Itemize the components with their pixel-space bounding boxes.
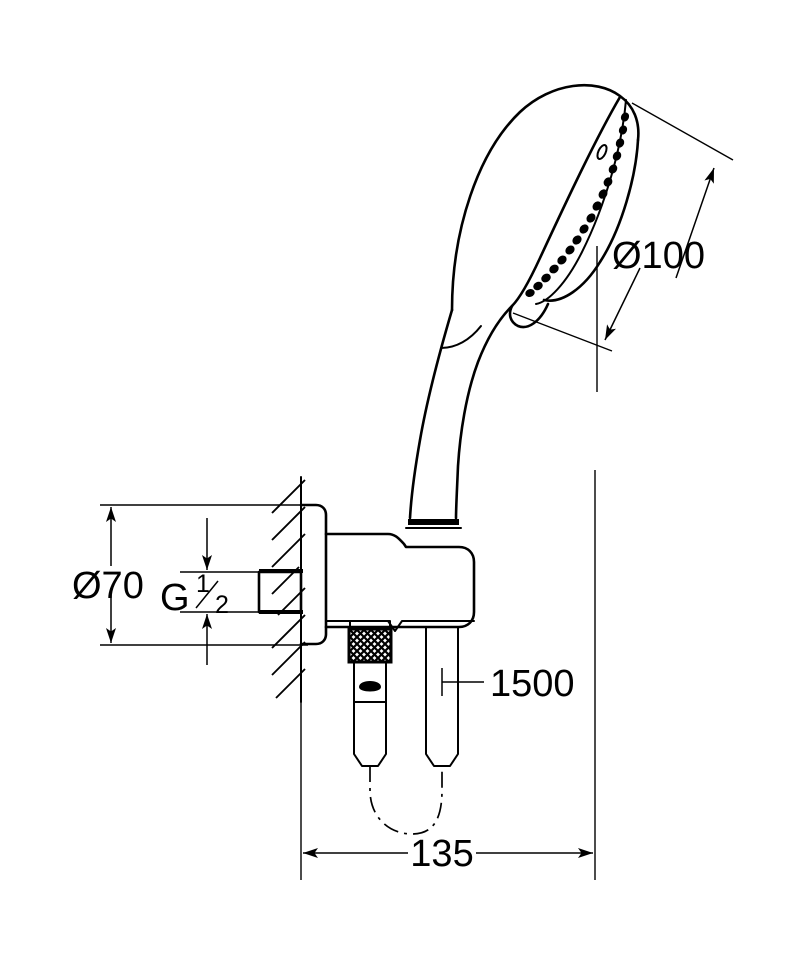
spray-face-edge-left [510, 95, 622, 308]
wall-bracket-assembly [257, 503, 476, 646]
handle-neck-junction [440, 325, 482, 349]
dimension-hose-length: 1500 [441, 663, 575, 705]
shower-head-rim-right [542, 138, 640, 302]
dimG-numerator: 1 [196, 570, 210, 598]
hose-id-mark [359, 681, 381, 692]
wall-section [271, 476, 306, 703]
dim100-ext-lower [512, 312, 613, 352]
dimension-escutcheon-diameter: Ø70 [72, 504, 308, 646]
thread-boss [257, 570, 303, 614]
face-marking-oval [596, 144, 608, 160]
escutcheon [299, 503, 328, 646]
dim100-label: Ø100 [612, 235, 705, 277]
bracket-body [324, 532, 476, 629]
handle-contour-left [408, 308, 454, 520]
dim1500-label: 1500 [490, 663, 575, 705]
hose-sleeve-lower [353, 701, 387, 767]
dimG-denominator: 2 [215, 591, 229, 619]
knurled-nut [347, 627, 393, 664]
thread-boss-shoulder-top [259, 569, 303, 573]
spray-face-nozzle-band [535, 99, 627, 305]
dimension-projection: 135 [300, 470, 596, 880]
dimG-prefix: G [160, 577, 190, 619]
shower-head [405, 83, 640, 529]
spray-nozzles [525, 112, 630, 298]
dimG-fraction-bar [195, 580, 219, 609]
thread-boss-shoulder-bottom [259, 610, 303, 614]
handle-collar [408, 519, 459, 525]
dim100-arrow-upper [675, 167, 715, 279]
dim100-ext-upper [631, 102, 734, 161]
hose-cone-upper [353, 661, 387, 703]
shower-head-body [450, 83, 640, 312]
dimension-thread-size: G 1 2 [160, 518, 262, 665]
spray-face-edge-bottom [508, 302, 550, 329]
shower-hose-assembly [347, 620, 459, 835]
dim70-label: Ø70 [72, 565, 144, 607]
hose-leg-right [425, 626, 459, 767]
hose-loop-centerline [369, 766, 443, 835]
handle-contour-right [454, 304, 514, 520]
dim100-arrow-lower [604, 267, 641, 341]
dimension-head-diameter: Ø100 [512, 102, 734, 392]
dim135-label: 135 [410, 833, 473, 875]
